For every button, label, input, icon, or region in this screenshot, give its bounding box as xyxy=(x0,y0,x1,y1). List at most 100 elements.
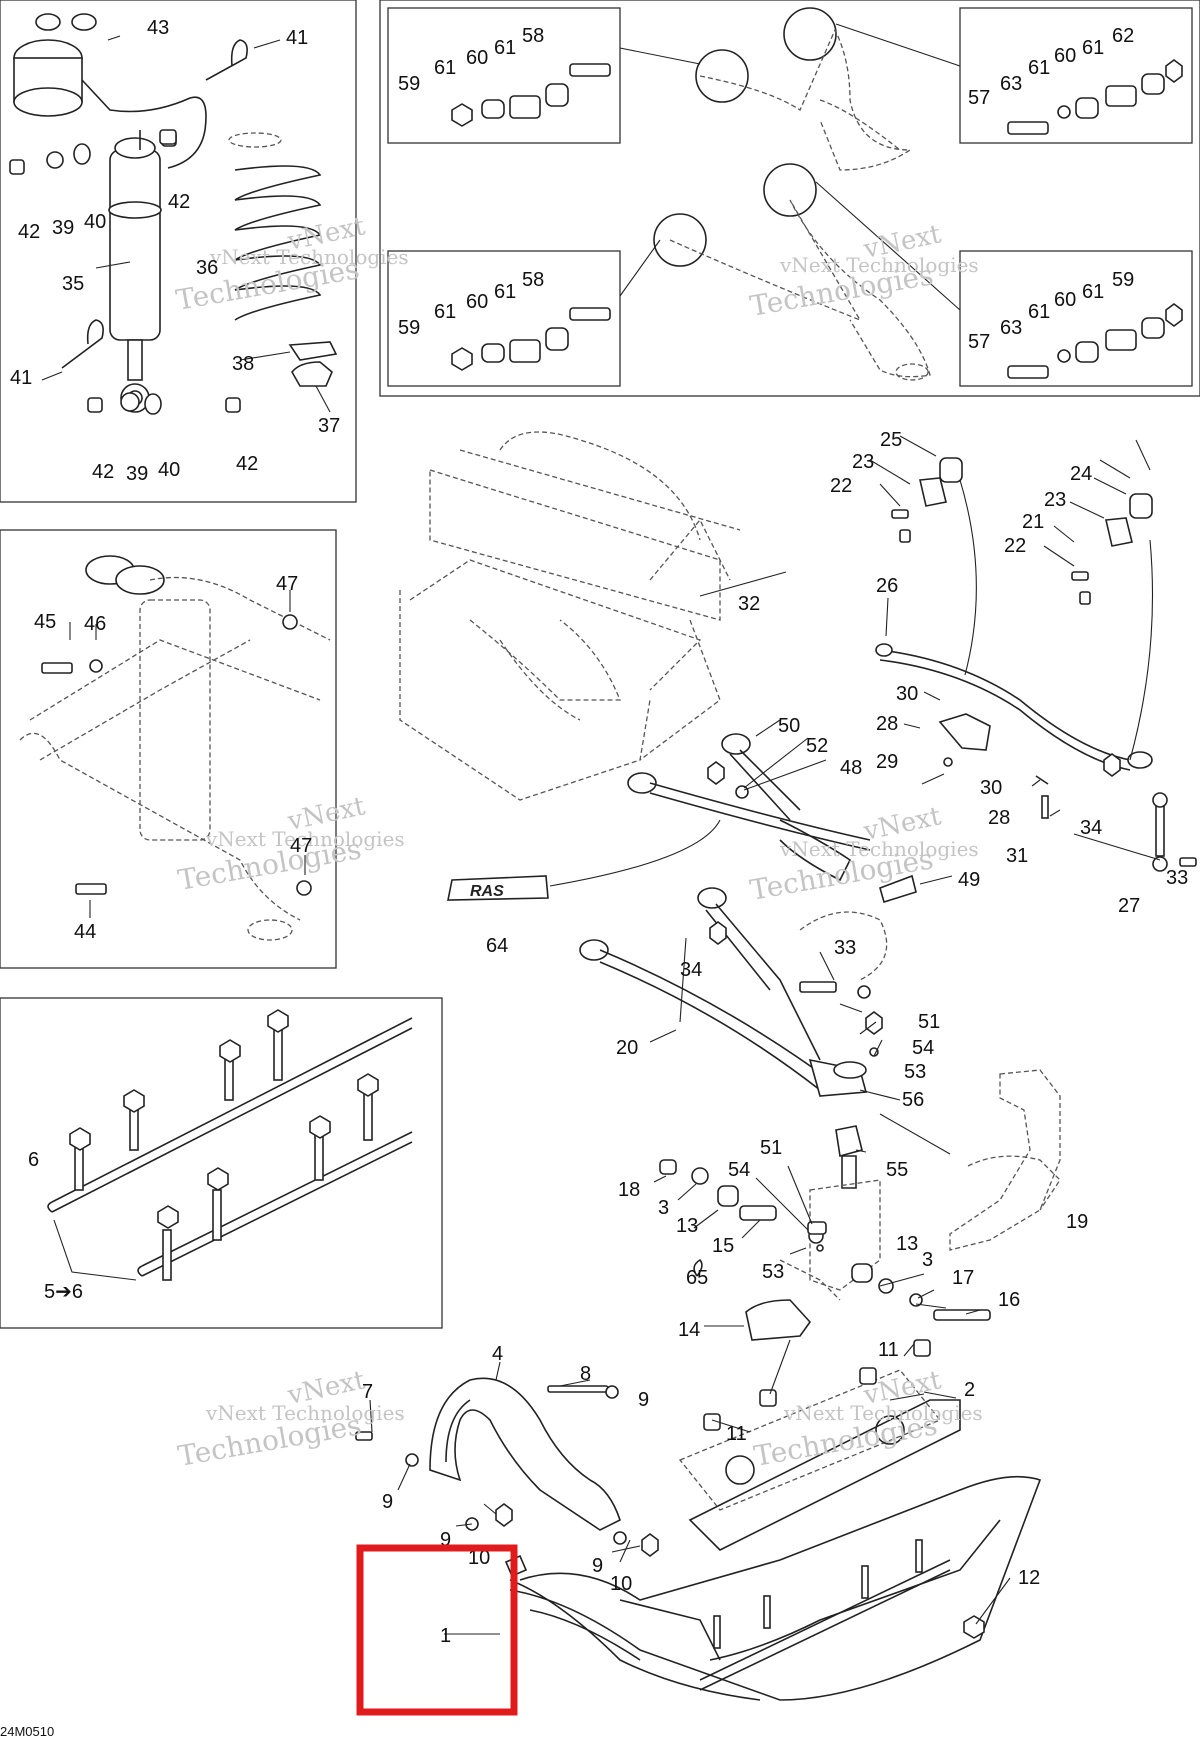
callout-39: 39 xyxy=(52,217,74,239)
shock-install-drawing xyxy=(19,555,331,941)
callout-51: 51 xyxy=(918,1011,940,1033)
callout-57: 57 xyxy=(968,331,990,353)
callout-14: 14 xyxy=(678,1319,700,1341)
callout-43: 43 xyxy=(147,17,169,39)
spring-drawing xyxy=(228,132,338,387)
callout-9: 9 xyxy=(638,1389,649,1411)
a-arm-bushing-hardware xyxy=(451,59,1183,379)
callout-28: 28 xyxy=(876,713,898,735)
callout-56: 56 xyxy=(902,1089,924,1111)
callout-9: 9 xyxy=(440,1529,451,1551)
callout-61: 61 xyxy=(1082,281,1104,303)
callout-47: 47 xyxy=(290,835,312,857)
callout-63: 63 xyxy=(1000,73,1022,95)
callout-16: 16 xyxy=(998,1289,1020,1311)
callout-58: 58 xyxy=(522,269,544,291)
callout-41: 41 xyxy=(286,27,308,49)
callout-15: 15 xyxy=(712,1235,734,1257)
callout-59: 59 xyxy=(1112,269,1134,291)
callouts: 43 41 42 42 39 40 36 35 38 41 37 42 39 4… xyxy=(10,17,1188,1647)
svg-text:vNext Technologies: vNext Technologies xyxy=(783,1401,983,1425)
callout-60: 60 xyxy=(466,291,488,313)
chassis-frame-drawing xyxy=(399,431,741,801)
callout-42: 42 xyxy=(92,461,114,483)
callout-57: 57 xyxy=(968,87,990,109)
shock-absorber-drawing xyxy=(13,13,207,413)
callout-53: 53 xyxy=(904,1061,926,1083)
svg-text:vNext Technologies: vNext Technologies xyxy=(779,837,979,861)
upper-a-arm-assembly xyxy=(627,733,871,882)
callout-42: 42 xyxy=(236,453,258,475)
callout-60: 60 xyxy=(1054,45,1076,67)
ras-logo-text: RAS xyxy=(470,883,504,900)
callout-21: 21 xyxy=(1022,511,1044,533)
a-arm-hardware-panel-frame xyxy=(379,0,1200,397)
runner-panel-frame xyxy=(0,997,443,1329)
callout-13: 13 xyxy=(896,1233,918,1255)
callout-53: 53 xyxy=(762,1261,784,1283)
callout-5-6: 5➔6 xyxy=(44,1281,83,1303)
callout-19: 19 xyxy=(1066,1211,1088,1233)
callout-62: 62 xyxy=(1112,25,1134,47)
callout-60: 60 xyxy=(1054,289,1076,311)
callout-33: 33 xyxy=(834,937,856,959)
callout-9: 9 xyxy=(382,1491,393,1513)
ski-handle-drawing xyxy=(429,1377,621,1531)
callout-leaders xyxy=(41,35,1161,1635)
callout-45: 45 xyxy=(34,611,56,633)
callout-61: 61 xyxy=(1028,301,1050,323)
callout-33: 33 xyxy=(1166,867,1188,889)
callout-28: 28 xyxy=(988,807,1010,829)
callout-25: 25 xyxy=(880,429,902,451)
callout-58: 58 xyxy=(522,25,544,47)
callout-60: 60 xyxy=(466,47,488,69)
callout-61: 61 xyxy=(1028,57,1050,79)
callout-35: 35 xyxy=(62,273,84,295)
callout-11: 11 xyxy=(878,1339,899,1361)
callout-3: 3 xyxy=(658,1197,669,1219)
callout-23: 23 xyxy=(852,451,874,473)
callout-2: 2 xyxy=(964,1379,975,1401)
callout-52: 52 xyxy=(806,735,828,757)
callout-18: 18 xyxy=(618,1179,640,1201)
callout-6: 6 xyxy=(28,1149,39,1171)
callout-32: 32 xyxy=(738,593,760,615)
callout-51: 51 xyxy=(760,1137,782,1159)
callout-47: 47 xyxy=(276,573,298,595)
upper-a-arm-drawing xyxy=(695,7,913,171)
callout-7: 7 xyxy=(362,1381,373,1403)
lower-a-arm-assembly xyxy=(579,874,917,1097)
callout-30: 30 xyxy=(980,777,1002,799)
svg-text:vNext Technologies: vNext Technologies xyxy=(209,245,409,269)
highlight-box xyxy=(356,1544,518,1716)
callout-30: 30 xyxy=(896,683,918,705)
callout-23: 23 xyxy=(1044,489,1066,511)
callout-20: 20 xyxy=(616,1037,638,1059)
callout-4: 4 xyxy=(492,1343,503,1365)
lower-a-arm-drawing xyxy=(653,163,931,381)
callout-65: 65 xyxy=(686,1267,708,1289)
callout-27: 27 xyxy=(1118,895,1140,917)
callout-40: 40 xyxy=(84,211,106,233)
callout-29: 29 xyxy=(876,751,898,773)
svg-text:vNext Technologies: vNext Technologies xyxy=(779,253,979,277)
callout-22: 22 xyxy=(1004,535,1026,557)
callout-54: 54 xyxy=(728,1159,750,1181)
callout-36: 36 xyxy=(196,257,218,279)
sway-bar-drawing xyxy=(875,457,1197,872)
callout-59: 59 xyxy=(398,317,420,339)
callout-13: 13 xyxy=(676,1215,698,1237)
drawing-code: 24M0510 xyxy=(0,1724,54,1739)
callout-24: 24 xyxy=(1070,463,1092,485)
callout-34: 34 xyxy=(680,959,702,981)
callout-64: 64 xyxy=(486,935,508,957)
callout-61: 61 xyxy=(494,37,516,59)
callout-37: 37 xyxy=(318,415,340,437)
callout-59: 59 xyxy=(398,73,420,95)
callout-34: 34 xyxy=(1080,817,1102,839)
shock-install-panel-frame xyxy=(0,529,337,969)
callout-55: 55 xyxy=(886,1159,908,1181)
callout-41: 41 xyxy=(10,367,32,389)
callout-61: 61 xyxy=(494,281,516,303)
